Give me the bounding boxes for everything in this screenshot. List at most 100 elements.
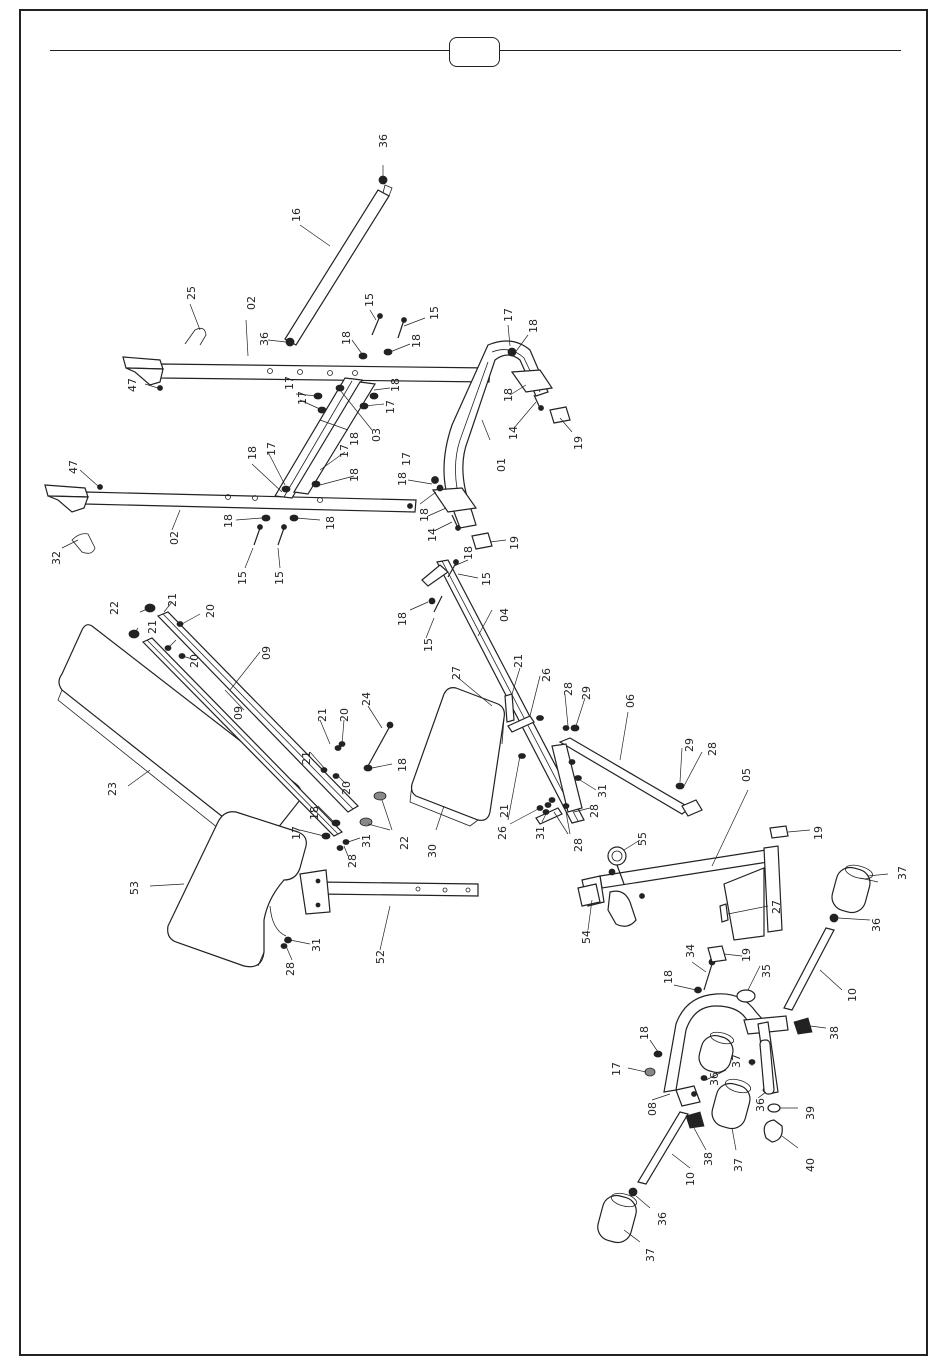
- page-number-box: [449, 37, 500, 67]
- label-31: 31: [310, 938, 323, 952]
- label-17: 17: [265, 442, 278, 456]
- label-20: 20: [188, 654, 201, 668]
- label-22: 22: [398, 836, 411, 850]
- label-09: 09: [260, 646, 273, 660]
- label-30: 30: [426, 844, 439, 858]
- label-28: 28: [588, 804, 601, 818]
- label-02: 02: [168, 531, 181, 545]
- label-31: 31: [596, 784, 609, 798]
- label-36: 36: [708, 1072, 721, 1086]
- label-20: 20: [338, 708, 351, 722]
- label-28: 28: [572, 838, 585, 852]
- label-21: 21: [166, 593, 179, 607]
- label-21: 21: [146, 620, 159, 634]
- label-36: 36: [656, 1212, 669, 1226]
- label-09: 09: [232, 706, 245, 720]
- label-18: 18: [222, 514, 235, 528]
- part-52-post: [280, 819, 479, 949]
- label-17: 17: [502, 308, 515, 322]
- label-15: 15: [273, 571, 286, 585]
- label-10: 10: [846, 988, 859, 1002]
- label-26: 26: [540, 668, 553, 682]
- part-04-bench-rail: [421, 559, 585, 824]
- label-18: 18: [527, 319, 540, 333]
- label-47: 47: [126, 378, 139, 392]
- label-15: 15: [236, 571, 249, 585]
- label-17: 17: [296, 391, 309, 405]
- label-18: 18: [340, 331, 353, 345]
- label-29: 29: [683, 738, 696, 752]
- label-10: 10: [684, 1172, 697, 1186]
- label-18: 18: [410, 334, 423, 348]
- brackets-26: [507, 715, 583, 825]
- small-fittings-lower: [644, 945, 813, 1143]
- label-37: 37: [732, 1158, 745, 1172]
- label-20: 20: [204, 604, 217, 618]
- part-09-rails: [128, 603, 359, 837]
- part-53-pad: [167, 811, 307, 968]
- end-caps-19: [471, 406, 571, 550]
- label-04: 04: [498, 608, 511, 622]
- label-08: 08: [646, 1102, 659, 1116]
- label-24: 24: [360, 692, 373, 706]
- label-39: 39: [804, 1106, 817, 1120]
- page-frame: [19, 9, 928, 1356]
- label-21: 21: [316, 708, 329, 722]
- label-15: 15: [480, 572, 493, 586]
- label-52: 52: [374, 950, 387, 964]
- label-18: 18: [502, 388, 515, 402]
- part-number-labels: 36 16 25 02 36 15 15 18 18 47 17 17 18 1…: [50, 134, 909, 1262]
- label-18: 18: [389, 378, 402, 392]
- label-53: 53: [128, 881, 141, 895]
- label-18: 18: [324, 516, 337, 530]
- label-19: 19: [740, 948, 753, 962]
- label-36: 36: [870, 918, 883, 932]
- label-28: 28: [346, 854, 359, 868]
- part-54-knob: [577, 883, 601, 907]
- label-21: 21: [498, 804, 511, 818]
- part-30-seat-pad: [409, 687, 505, 827]
- label-35: 35: [760, 964, 773, 978]
- label-14: 14: [426, 528, 439, 542]
- label-18: 18: [348, 432, 361, 446]
- label-38: 38: [828, 1026, 841, 1040]
- rollers-37: [597, 864, 874, 1244]
- label-21: 21: [300, 751, 313, 765]
- label-03: 03: [370, 428, 383, 442]
- label-37: 37: [730, 1054, 743, 1068]
- label-15: 15: [422, 638, 435, 652]
- label-29: 29: [580, 686, 593, 700]
- label-19: 19: [812, 826, 825, 840]
- label-17: 17: [610, 1062, 623, 1076]
- label-18: 18: [462, 546, 475, 560]
- label-34: 34: [684, 944, 697, 958]
- leader-lines: [61, 165, 889, 1243]
- label-18: 18: [418, 508, 431, 522]
- label-31: 31: [360, 834, 373, 848]
- label-18: 18: [396, 472, 409, 486]
- part-55-knob: [607, 846, 627, 885]
- label-36: 36: [258, 332, 271, 346]
- label-55: 55: [636, 832, 649, 846]
- part-01-curved-frame: [431, 340, 554, 529]
- label-15: 15: [428, 306, 441, 320]
- label-23: 23: [106, 782, 119, 796]
- label-18: 18: [348, 468, 361, 482]
- label-17: 17: [290, 826, 303, 840]
- part-02-upper-tube: [122, 327, 491, 391]
- label-28: 28: [706, 742, 719, 756]
- part-06-arm: [558, 724, 703, 817]
- label-28: 28: [284, 962, 297, 976]
- part-10-shafts: [628, 913, 839, 1197]
- label-36: 36: [754, 1098, 767, 1112]
- label-15: 15: [363, 293, 376, 307]
- label-18: 18: [396, 758, 409, 772]
- label-18: 18: [308, 806, 321, 820]
- label-17: 17: [384, 400, 397, 414]
- label-32: 32: [50, 551, 63, 565]
- label-06: 06: [624, 694, 637, 708]
- label-16: 16: [290, 208, 303, 222]
- label-02: 02: [245, 296, 258, 310]
- label-18: 18: [396, 612, 409, 626]
